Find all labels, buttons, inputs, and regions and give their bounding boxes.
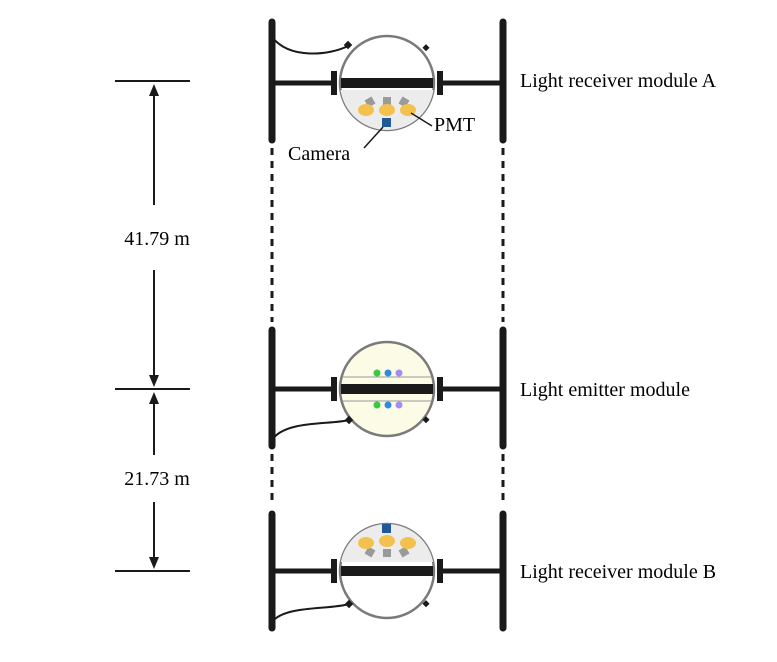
receiver-b-label: Light receiver module B <box>520 561 716 583</box>
pmt-array <box>358 535 416 558</box>
emitter-label: Light emitter module <box>520 379 690 401</box>
distance-lower-label: 21.73 m <box>124 468 190 490</box>
pmt-icon <box>379 104 395 116</box>
receiver-module-a <box>271 34 503 132</box>
camera-icon <box>382 118 391 127</box>
led-blue-icon <box>384 369 392 377</box>
pmt-array <box>358 96 416 116</box>
pmt-icon <box>400 537 416 549</box>
pmt-icon <box>379 535 395 547</box>
receiver-a-label: Light receiver module A <box>520 70 717 92</box>
pmt-callout: PMT <box>434 114 475 136</box>
led-array-top <box>373 369 403 377</box>
pmt-icon <box>358 104 374 116</box>
led-green-icon <box>373 401 381 409</box>
led-green-icon <box>373 369 381 377</box>
arrow-down-icon <box>149 375 159 387</box>
arrow-up-icon <box>149 84 159 96</box>
led-array-bottom <box>373 401 403 409</box>
led-violet-icon <box>395 401 403 409</box>
led-violet-icon <box>395 369 403 377</box>
dimension-markers <box>115 80 190 572</box>
receiver-module-b <box>271 522 503 623</box>
pmt-icon <box>358 537 374 549</box>
camera-leader-line <box>363 126 384 149</box>
camera-icon <box>382 524 391 533</box>
camera-callout: Camera <box>288 143 350 165</box>
arrow-down-icon <box>149 557 159 569</box>
pmt-leader-line <box>410 112 433 127</box>
arrow-up-icon <box>149 392 159 404</box>
distance-upper-label: 41.79 m <box>124 228 190 250</box>
led-blue-icon <box>384 401 392 409</box>
emitter-module <box>271 340 503 441</box>
